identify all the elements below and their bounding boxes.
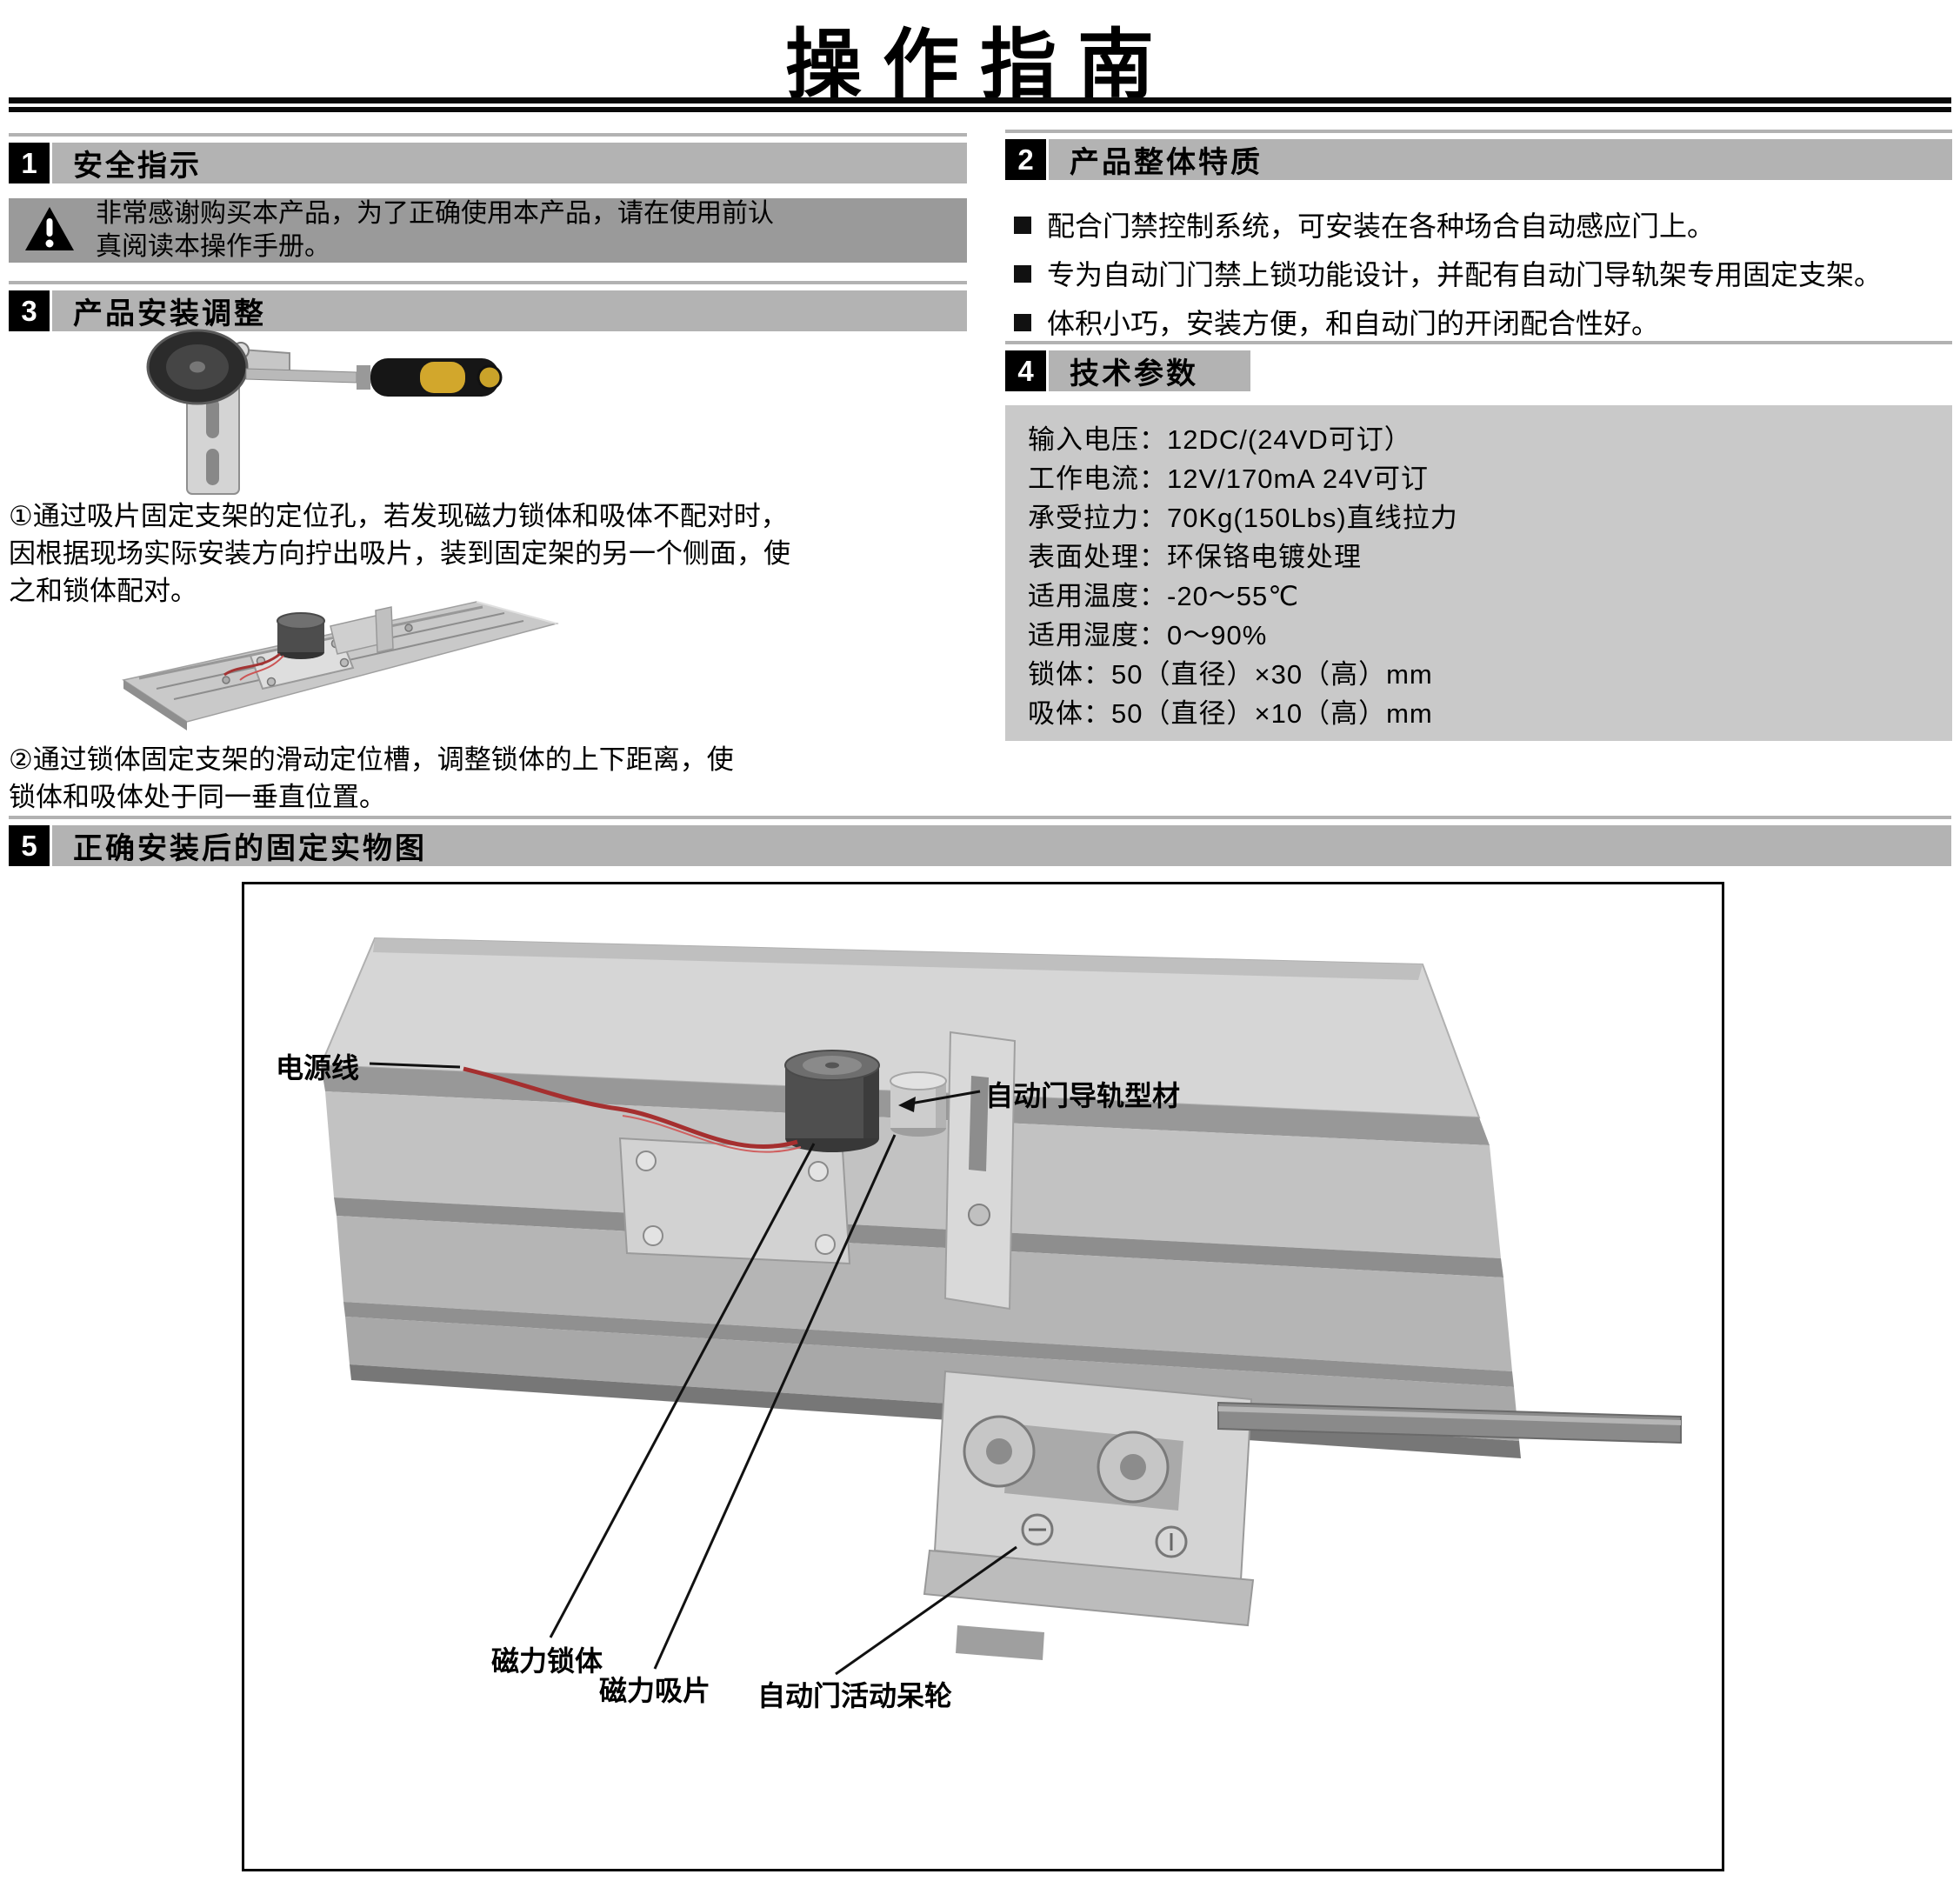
safety-warning-box: 非常感谢购买本产品，为了正确使用本产品，请在使用前认真阅读本操作手册。 — [9, 198, 967, 263]
section2-number: 2 — [1005, 139, 1046, 180]
section2-topline — [1005, 130, 1952, 133]
section5-number: 5 — [9, 825, 50, 866]
section3-title: 产品安装调整 — [52, 290, 967, 331]
warning-triangle-icon — [24, 206, 75, 256]
bullet-square-icon — [1014, 217, 1031, 234]
feature-text: 配合门禁控制系统，可安装在各种场合自动感应门上。 — [1047, 210, 1716, 242]
section1-header: 1 安全指示 — [9, 133, 967, 183]
section4-header: 4 技术参数 — [1005, 341, 1952, 391]
feature-item: 体积小巧，安装方便，和自动门的开闭配合性好。 — [1014, 306, 1953, 341]
section5-title: 正确安装后的固定实物图 — [52, 825, 1951, 866]
section3-number: 3 — [9, 290, 50, 331]
label-rail-profile: 自动门导轨型材 — [985, 1080, 1181, 1111]
label-lock-body: 磁力锁体 — [491, 1645, 603, 1677]
rail-lock-illustration — [122, 576, 565, 739]
installation-photo-drawing — [319, 937, 1682, 1676]
feature-text: 专为自动门门禁上锁功能设计，并配有自动门导轨架专用固定支架。 — [1047, 259, 1883, 290]
section1-number: 1 — [9, 143, 50, 183]
bullet-square-icon — [1014, 314, 1031, 331]
bullet-square-icon — [1014, 265, 1031, 283]
section4-topline — [1005, 341, 1952, 344]
section3-header: 3 产品安装调整 — [9, 281, 967, 331]
title-divider — [9, 97, 1951, 112]
feature-list: 配合门禁控制系统，可安装在各种场合自动感应门上。 专为自动门门禁上锁功能设计，并… — [1014, 209, 1953, 355]
section3-topline — [9, 281, 967, 284]
spec-row: 输入电压：12DC/(24VD可订） — [1028, 424, 1412, 455]
section5-topline — [9, 816, 1951, 819]
install-step2-text: ②通过锁体固定支架的滑动定位槽，调整锁体的上下距离，使锁体和吸体处于同一垂直位置… — [9, 744, 734, 812]
spec-row: 承受拉力：70Kg(150Lbs)直线拉力 — [1028, 503, 1458, 533]
tech-specs-box: 输入电压：12DC/(24VD可订） 工作电流：12V/170mA 24V可订 … — [1005, 405, 1952, 741]
label-door-wheel: 自动门活动呆轮 — [757, 1680, 953, 1711]
spec-row: 锁体：50（直径）×30（高）mm — [1028, 659, 1433, 690]
page-title: 操作指南 — [784, 22, 1175, 108]
label-suction-piece: 磁力吸片 — [599, 1675, 711, 1706]
spec-row: 适用温度：-20～55℃ — [1028, 581, 1300, 611]
spec-row: 表面处理：环保铬电镀处理 — [1028, 542, 1362, 572]
section4-number: 4 — [1005, 350, 1046, 391]
feature-text: 体积小巧，安装方便，和自动门的开闭配合性好。 — [1047, 308, 1660, 339]
safety-warning-text: 非常感谢购买本产品，为了正确使用本产品，请在使用前认真阅读本操作手册。 — [96, 199, 774, 261]
section5-header: 5 正确安装后的固定实物图 — [9, 816, 1951, 866]
installation-photo: 电源线 自动门导轨型材 磁力锁体 磁力吸片 自动门活动呆轮 — [242, 882, 1724, 1871]
bracket-screwdriver-illustration — [143, 329, 561, 503]
section1-title: 安全指示 — [52, 143, 967, 183]
feature-item: 配合门禁控制系统，可安装在各种场合自动感应门上。 — [1014, 209, 1953, 243]
label-power-cable: 电源线 — [276, 1052, 360, 1084]
install-step1-text: ①通过吸片固定支架的定位孔，若发现磁力锁体和吸体不配对时，因根据现场实际安装方向… — [9, 501, 790, 606]
spec-row: 适用湿度：0～90% — [1028, 620, 1268, 650]
feature-item: 专为自动门门禁上锁功能设计，并配有自动门导轨架专用固定支架。 — [1014, 257, 1953, 292]
spec-row: 工作电流：12V/170mA 24V可订 — [1028, 464, 1430, 494]
section2-header: 2 产品整体特质 — [1005, 130, 1952, 180]
spec-row: 吸体：50（直径）×10（高）mm — [1028, 698, 1433, 729]
section1-topline — [9, 133, 967, 137]
section4-title: 技术参数 — [1049, 350, 1250, 391]
section2-title: 产品整体特质 — [1049, 139, 1952, 180]
